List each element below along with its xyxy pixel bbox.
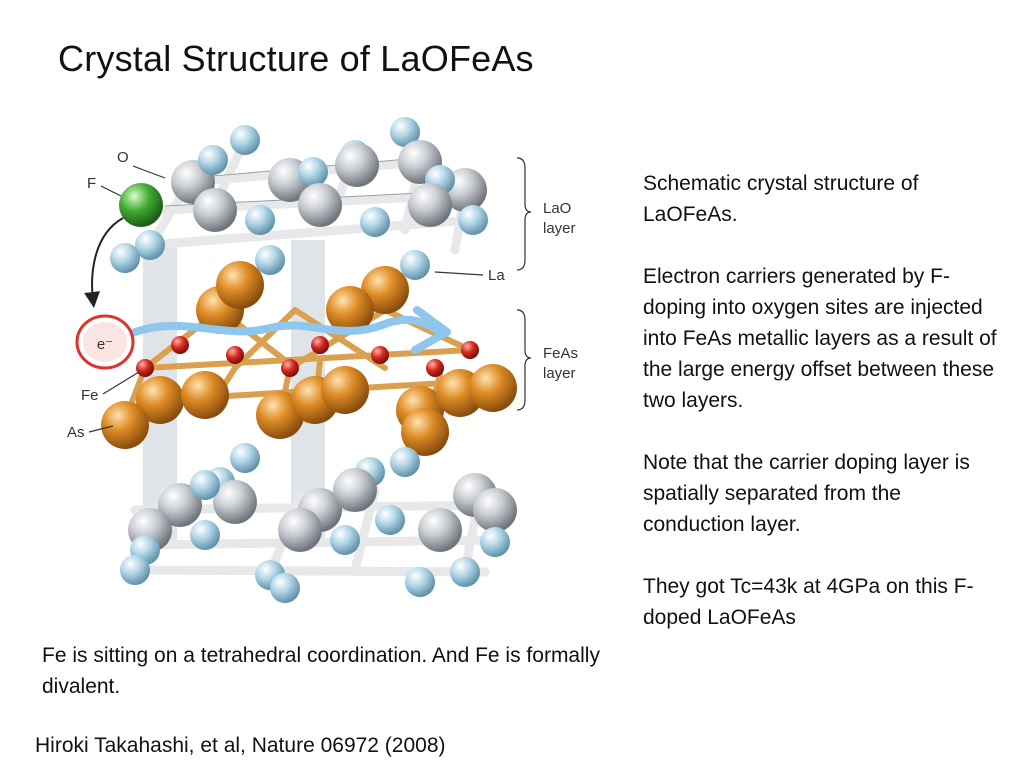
description-paragraph: Schematic crystal structure of LaOFeAs.: [643, 172, 919, 226]
electron-symbol: e⁻: [75, 314, 135, 370]
feas-atoms: [101, 261, 517, 456]
description-text: Schematic crystal structure of LaOFeAs. …: [643, 168, 1003, 664]
feas-layer-label-2: layer: [543, 365, 576, 382]
description-paragraph: They got Tc=43k at 4GPa on this F-doped …: [643, 575, 974, 629]
lao-layer-label-2: layer: [543, 220, 576, 237]
description-paragraph: Note that the carrier doping layer is sp…: [643, 451, 970, 536]
electron-flow-arrow: [131, 315, 444, 336]
electron-label: e⁻: [97, 336, 113, 353]
f-doping-arrow: [84, 217, 124, 308]
layer-braces: [516, 157, 532, 411]
layer-labels: LaO layer FeAs layer: [543, 200, 578, 382]
lao-bottom-atoms: [120, 443, 517, 603]
label-la: La: [488, 267, 505, 284]
electron-flow-arrowhead: [411, 306, 451, 354]
lao-top-atoms: [110, 117, 488, 280]
label-fe: Fe: [81, 387, 99, 404]
feas-layer-label-1: FeAs: [543, 345, 578, 362]
description-paragraph: Electron carriers generated by F-doping …: [643, 265, 997, 412]
crystal-structure-diagram: e⁻ O F La Fe As LaO layer FeAs layer: [67, 117, 578, 603]
label-f: F: [87, 175, 96, 192]
fluorine-atom: [119, 183, 163, 227]
citation: Hiroki Takahashi, et al, Nature 06972 (2…: [35, 734, 446, 757]
slide-title: Crystal Structure of LaOFeAs: [58, 38, 534, 79]
label-o: O: [117, 149, 129, 166]
label-as: As: [67, 424, 85, 441]
atom-labels: O F La Fe As: [67, 149, 505, 441]
figure-caption: Fe is sitting on a tetrahedral coordinat…: [42, 644, 600, 698]
lao-layer-label-1: LaO: [543, 200, 571, 217]
